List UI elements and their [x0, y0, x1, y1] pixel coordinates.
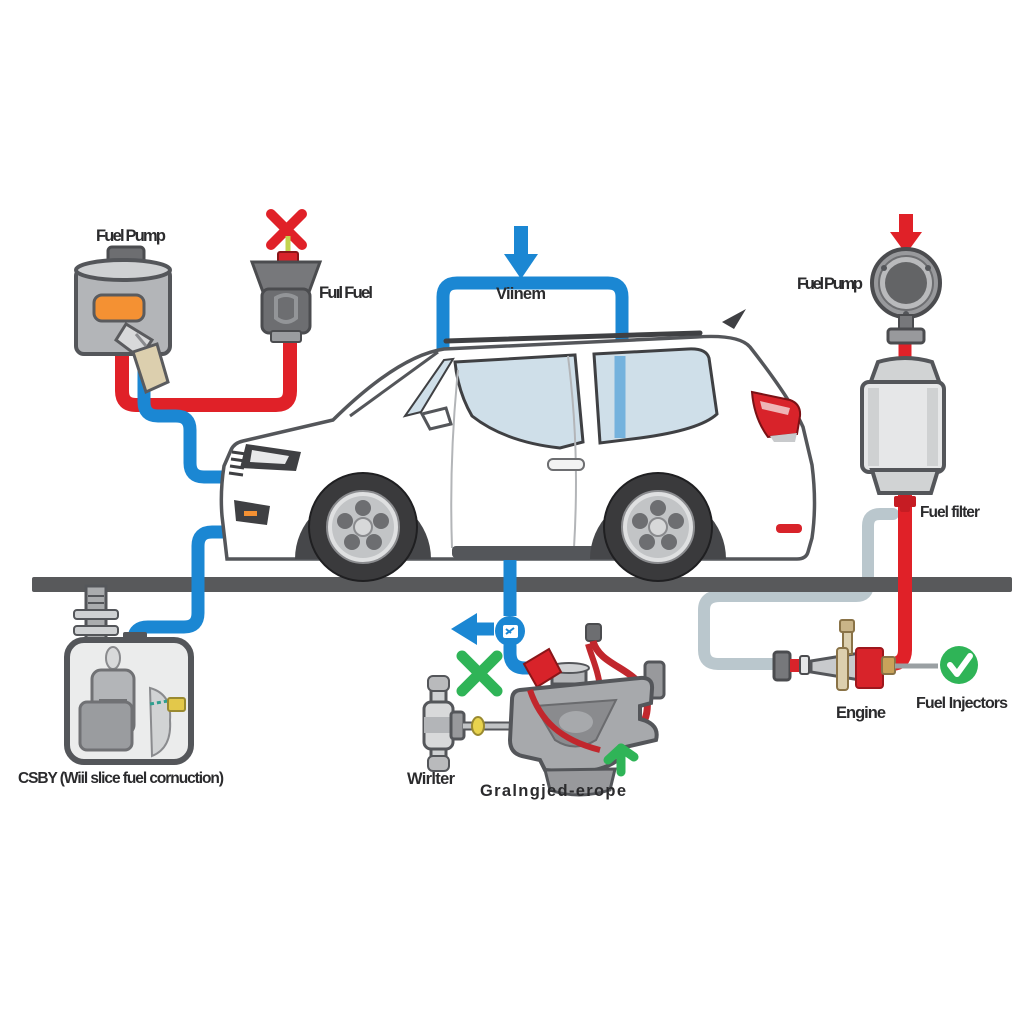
- front-wheel: [308, 472, 418, 582]
- red-down-arrow-icon: [890, 214, 922, 254]
- canister-badge: [92, 293, 146, 323]
- fuel-filter-label: Fuel filter: [920, 504, 980, 521]
- blue-left-arrow-icon: [451, 613, 494, 645]
- left-blue-supply-line: [137, 341, 251, 484]
- tank-blue-line: [127, 525, 251, 655]
- blue-down-arrow-icon: [504, 226, 538, 279]
- water-valve-label: Wirlter: [407, 770, 456, 788]
- green-x-icon: [456, 650, 503, 697]
- windshield-glass: [402, 357, 455, 418]
- fuel-pump-round: [870, 214, 942, 345]
- a-pillar: [349, 350, 439, 418]
- carburetor: [456, 623, 666, 797]
- green-check-icon: [940, 646, 978, 684]
- red-cross-fitting: [894, 491, 916, 512]
- top-injector-label: Fuıl Fuel: [319, 284, 373, 302]
- fuel-tank: [64, 584, 194, 765]
- injector-cone: [809, 651, 862, 682]
- water-valve: [422, 675, 532, 772]
- fuel-tank-label: CSBY (Wiil slice fuel cornuction): [18, 770, 224, 787]
- injector-red-block: [855, 647, 884, 689]
- return-pipe: [698, 508, 899, 670]
- fuel-pump-canister: [74, 245, 172, 395]
- green-up-arrow-icon: [603, 743, 639, 777]
- vent-bracket-line: [436, 226, 629, 507]
- carb-red-pump: [522, 647, 563, 689]
- fuel-nozzle: [113, 321, 170, 395]
- side-mirror: [419, 406, 453, 431]
- vent-label: Viinem: [496, 285, 546, 303]
- fuel-injectors-label: Fuel Injectors: [916, 695, 1008, 712]
- engine-label: Engine: [836, 704, 886, 722]
- top-fuel-injector: [249, 209, 323, 343]
- engine-injector-assembly: [772, 619, 978, 691]
- fuel-filter: [860, 356, 946, 495]
- car-illustration: [219, 309, 817, 582]
- antenna: [722, 309, 746, 329]
- shaft-seal: [471, 716, 485, 736]
- rear-wheel: [603, 472, 713, 582]
- front-window: [453, 353, 585, 450]
- grille: [228, 450, 247, 477]
- fuel-pump-left-label: Fuel Pump: [96, 227, 166, 245]
- fuel-pump-right-label: Fuel Pump: [797, 275, 863, 293]
- carburetor-label: Gralngjed-erope: [480, 782, 626, 800]
- roof-rail: [443, 330, 703, 344]
- left-red-fuel-loop: [115, 333, 297, 412]
- red-x-icon: [266, 209, 307, 250]
- tank-brass-fitting: [167, 697, 186, 712]
- ground-bar: [32, 577, 1012, 592]
- rear-reflector: [776, 524, 802, 533]
- door-handle: [547, 458, 585, 471]
